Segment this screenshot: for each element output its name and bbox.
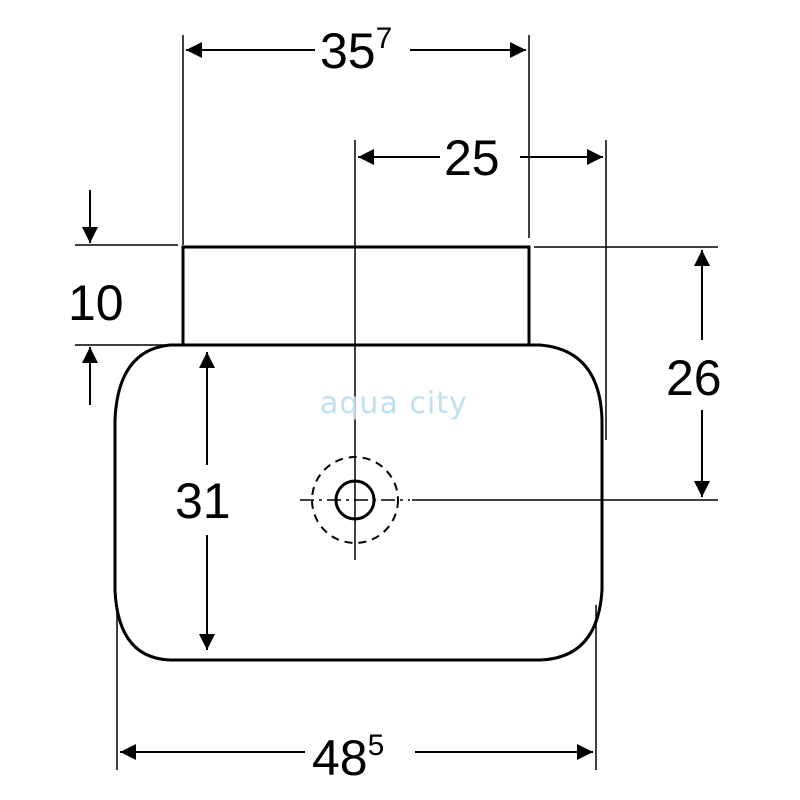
watermark-text: aqua city [320, 386, 468, 421]
overall-width-label: 485 [312, 729, 384, 786]
top-width-label: 357 [320, 22, 392, 79]
basin-top-section [181, 245, 531, 347]
depth-to-tap-label: 26 [666, 350, 722, 406]
tap-offset-label: 25 [444, 130, 500, 186]
inner-depth-label: 31 [175, 473, 231, 529]
dimension-arrows [82, 42, 710, 760]
extension-lines [75, 35, 718, 770]
basin-outline [113, 343, 604, 662]
top-height-label: 10 [68, 275, 124, 331]
